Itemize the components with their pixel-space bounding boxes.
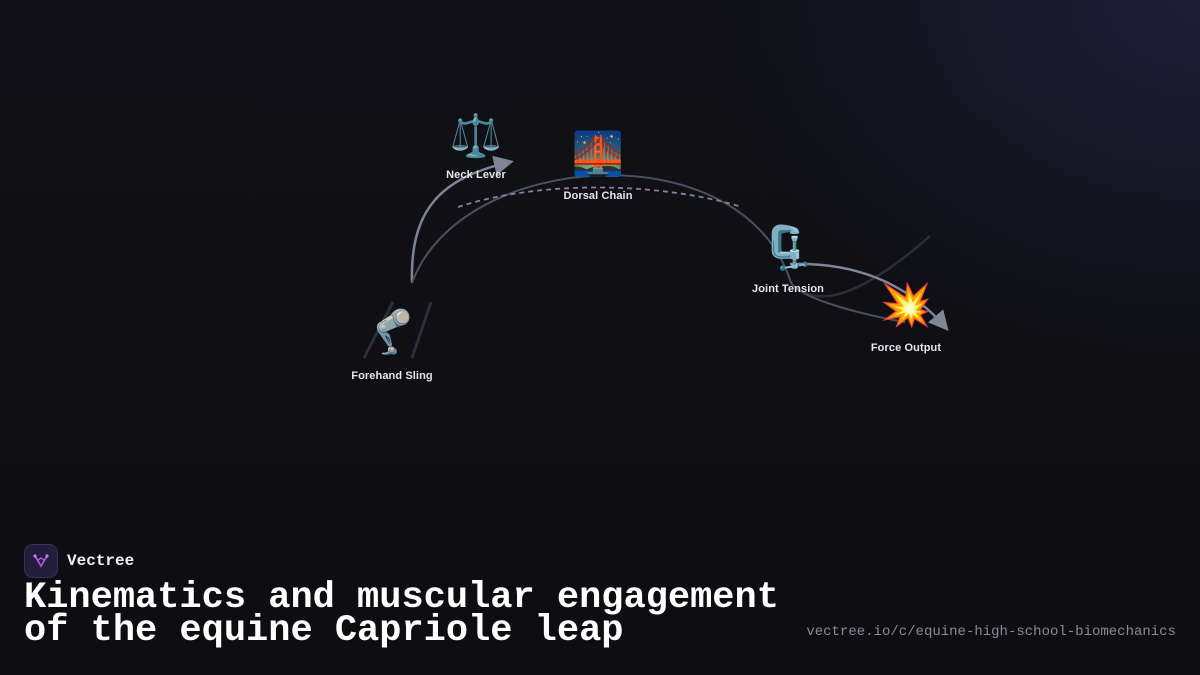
background-sweep: [799, 235, 931, 298]
edge-forehand-to-joint: [411, 174, 906, 323]
source-url[interactable]: vectree.io/c/equine-high-school-biomecha…: [806, 624, 1176, 640]
brand[interactable]: Vectree: [24, 544, 134, 578]
node-label: Joint Tension: [752, 283, 824, 295]
edge-joint-to-force: [789, 262, 949, 332]
node-label: Neck Lever: [446, 169, 506, 181]
clamp-icon: 🗜️: [761, 223, 815, 272]
vectree-logo-icon: [24, 544, 58, 578]
node-label: Forehand Sling: [351, 370, 433, 382]
node-label: Force Output: [870, 342, 942, 354]
hatch-line: [410, 301, 433, 359]
edge-neck-to-joint-dashed: [457, 186, 743, 208]
node-label: Dorsal Chain: [563, 190, 633, 202]
node-joint-tension[interactable]: 🗜️ Joint Tension: [708, 223, 868, 296]
collision-icon: 💥: [879, 280, 933, 329]
node-force-output[interactable]: 💥 Force Output: [826, 280, 986, 355]
balance-scale-icon: ⚖️: [449, 111, 503, 160]
hatch-line: [362, 301, 395, 359]
mechanical-leg-icon: 🦿: [365, 307, 419, 356]
edge-forehand-to-neck: [410, 155, 514, 284]
node-neck-lever[interactable]: ⚖️ Neck Lever: [396, 111, 556, 182]
node-dorsal-chain[interactable]: 🌉 Dorsal Chain: [518, 129, 678, 203]
node-forehand-sling[interactable]: 🦿 Forehand Sling: [312, 307, 472, 383]
bridge-at-night-icon: 🌉: [571, 129, 625, 178]
page-title: Kinematics and muscular engagement of th…: [24, 577, 779, 652]
brand-name: Vectree: [67, 552, 135, 570]
